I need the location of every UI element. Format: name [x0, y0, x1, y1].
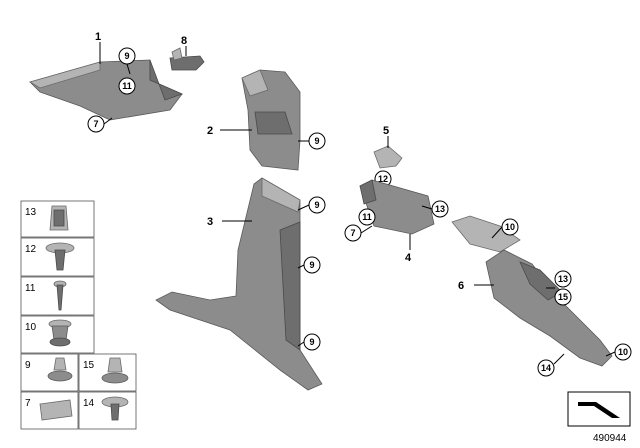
- legend-label-15: 15: [83, 360, 95, 371]
- legend-label-10: 10: [25, 322, 37, 333]
- part-2-pillar-trim: [241, 69, 301, 171]
- callout-1-11-circle: [118, 77, 136, 95]
- legend-label-9: 9: [25, 360, 31, 371]
- orientation-arrow-icon: [567, 391, 631, 427]
- callout-4-12: 12: [378, 174, 388, 184]
- callout-1-9: 9: [124, 51, 129, 61]
- part-1-trim-panel: [29, 59, 184, 121]
- callout-3-9b: 9: [309, 260, 314, 270]
- legend-label-13: 13: [25, 207, 37, 218]
- leader-4-7: [360, 225, 373, 234]
- part-6-rear-trim: [451, 215, 613, 367]
- part-5-cover: [373, 145, 403, 169]
- callout-1: 1: [95, 31, 101, 43]
- part-8-bracket: [169, 47, 205, 71]
- cap-7-icon: [39, 399, 73, 421]
- callout-1-7: 7: [93, 119, 98, 129]
- legend-label-12: 12: [25, 244, 37, 255]
- callout-2-9: 9: [314, 136, 319, 146]
- legend-label-11: 11: [25, 283, 36, 294]
- leader-1-7: [103, 117, 113, 125]
- callout-6-13-circle: [554, 270, 572, 288]
- callout-4: 4: [405, 252, 412, 264]
- callout-5: 5: [383, 125, 389, 137]
- clip-9-icon: [47, 357, 73, 382]
- part-4-panel: [359, 179, 435, 235]
- callout-4-7: 7: [350, 228, 355, 238]
- clip-13-icon: [49, 205, 69, 231]
- callout-1-11: 11: [122, 81, 132, 91]
- part-3-pillar-trim: [155, 177, 323, 391]
- leader-3-9c: [297, 341, 305, 347]
- callout-4-11-circle: [358, 208, 376, 226]
- callout-6-14-circle: [537, 359, 555, 377]
- leader-3-9a: [297, 204, 310, 211]
- legend-label-7: 7: [25, 398, 31, 409]
- leader-6-10b: [605, 351, 616, 357]
- callout-2: 2: [207, 125, 213, 137]
- screw-12-icon: [45, 242, 75, 271]
- leader-6-10a: [491, 226, 503, 239]
- callout-6-10b: 10: [618, 347, 628, 357]
- callout-8: 8: [181, 35, 187, 47]
- clip-15-icon: [101, 357, 129, 384]
- legend-label-14: 14: [83, 398, 95, 409]
- callout-6-15-circle: [554, 288, 572, 306]
- callout-1-9-circle: [118, 47, 136, 65]
- fastener-legend: 13 12 11 10 9 15 7 14: [20, 200, 137, 430]
- callout-6: 6: [458, 280, 464, 292]
- diagram-number: 490944: [593, 433, 627, 444]
- callout-6-15: 15: [558, 292, 568, 302]
- callout-3-9a: 9: [314, 200, 319, 210]
- callout-4-11: 11: [362, 212, 372, 222]
- leader-4-13: [421, 205, 433, 210]
- legend-cell-15: [78, 353, 137, 392]
- screw-11-icon: [53, 280, 67, 311]
- clip-10-icon: [48, 319, 72, 347]
- leader-1-9: [126, 63, 131, 75]
- callout-3-9c: 9: [309, 337, 314, 347]
- callout-4-13: 13: [435, 204, 445, 214]
- callout-3: 3: [207, 216, 213, 228]
- callout-6-10a: 10: [505, 222, 515, 232]
- screw-14-icon: [101, 396, 129, 421]
- leader-6-14: [553, 353, 565, 365]
- callout-6-14: 14: [541, 363, 551, 373]
- callout-6-13: 13: [558, 274, 568, 284]
- leader-3-9b: [297, 264, 305, 269]
